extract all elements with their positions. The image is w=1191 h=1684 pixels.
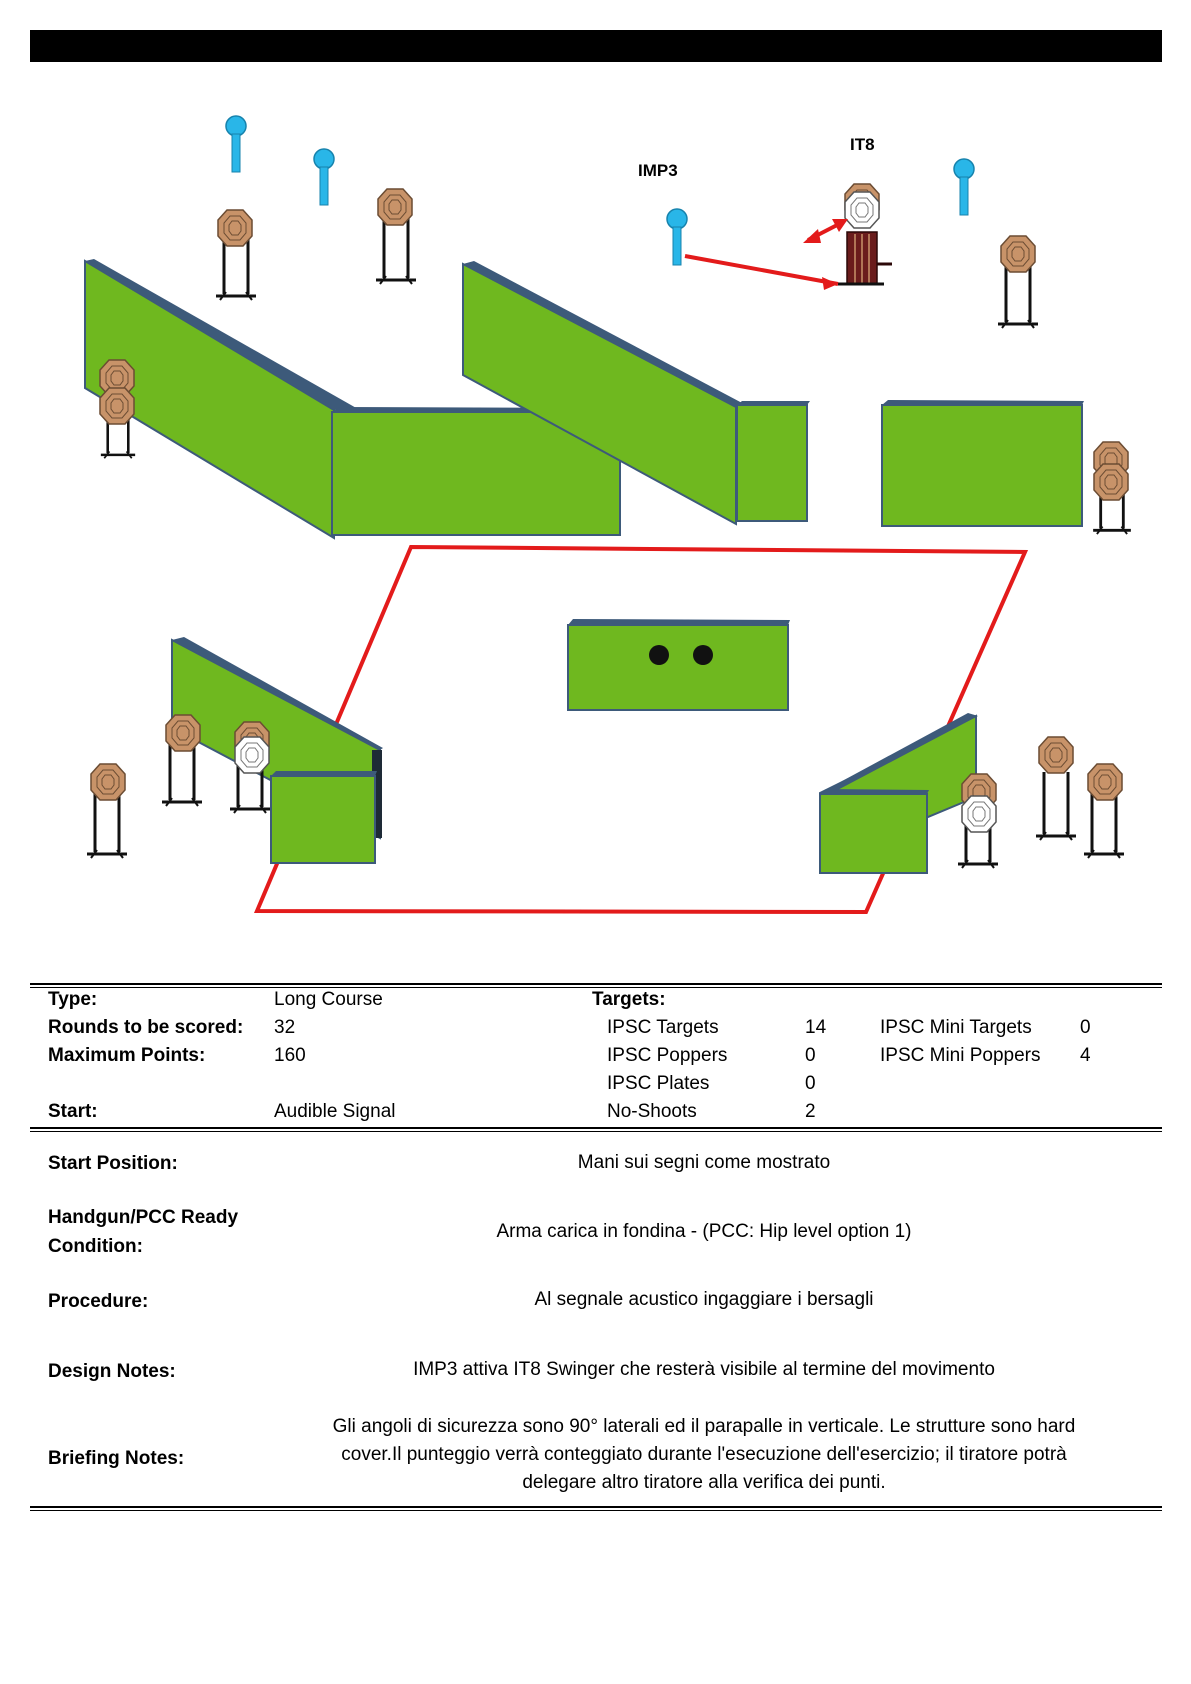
ipsc-target-icon	[165, 714, 201, 752]
briefing-notes-line: delegare altro tiratore alla verifica de…	[522, 1472, 886, 1493]
wall-top-middle-front	[736, 401, 810, 522]
ipsc-poppers-value: 0	[805, 1045, 816, 1066]
briefing-notes-label: Briefing Notes:	[48, 1448, 185, 1469]
ipsc-targets-label: IPSC Targets	[607, 1017, 719, 1038]
swing-arrow-icon	[803, 219, 848, 243]
ready-condition-label-line2: Condition:	[48, 1236, 143, 1257]
port-hole	[649, 645, 669, 665]
no-shoot-icon	[844, 191, 880, 229]
type-value: Long Course	[274, 989, 383, 1010]
stage-diagram: IMP3 IT8	[84, 115, 1132, 915]
ipsc-targets-value: 14	[805, 1017, 827, 1038]
mini-poppers-label: IPSC Mini Poppers	[880, 1045, 1041, 1066]
start-label: Start:	[48, 1101, 98, 1122]
ipsc-target-icon	[1087, 763, 1123, 801]
swinger-it8	[838, 183, 892, 286]
ipsc-target-icon	[1038, 736, 1074, 774]
mini-popper-icon	[225, 115, 247, 173]
ipsc-target-icon	[90, 763, 126, 801]
wall-top-right	[881, 400, 1084, 527]
wall-bottom-left-front	[270, 771, 377, 864]
ipsc-target-icon	[1093, 463, 1129, 501]
points-value: 160	[274, 1045, 306, 1066]
wall-bottom-right-front	[819, 789, 929, 874]
label-it8: IT8	[850, 135, 875, 154]
label-imp3: IMP3	[638, 161, 678, 180]
mini-poppers-value: 4	[1080, 1045, 1091, 1066]
start-value: Audible Signal	[274, 1101, 396, 1122]
mini-targets-label: IPSC Mini Targets	[880, 1017, 1032, 1038]
no-shoots-value: 2	[805, 1101, 816, 1122]
mini-targets-value: 0	[1080, 1017, 1091, 1038]
procedure-value: Al segnale acustico ingaggiare i bersagl…	[534, 1289, 874, 1310]
wall-top-left-diagonal	[84, 259, 358, 540]
divider	[30, 983, 1162, 988]
activation-line	[684, 254, 839, 286]
activation-arrow-head	[822, 277, 838, 290]
start-position-value: Mani sui segni come mostrato	[577, 1152, 831, 1173]
briefing-notes-line: Gli angoli di sicurezza sono 90° lateral…	[332, 1416, 1076, 1437]
no-shoot-icon	[234, 736, 270, 774]
mini-popper-icon	[953, 158, 975, 216]
port-hole	[693, 645, 713, 665]
wall-center-ports	[567, 619, 790, 711]
mini-popper-icon	[313, 148, 335, 206]
ipsc-target-icon	[1000, 235, 1036, 273]
start-position-label: Start Position:	[48, 1153, 178, 1174]
ipsc-target-icon	[217, 209, 253, 247]
no-shoots-label: No-Shoots	[607, 1101, 697, 1122]
ready-condition-label-line1: Handgun/PCC Ready	[48, 1207, 239, 1228]
design-notes-value: IMP3 attiva IT8 Swinger che resterà visi…	[413, 1359, 995, 1380]
ipsc-plates-value: 0	[805, 1073, 816, 1094]
wall-top-middle-diagonal	[462, 261, 744, 526]
rounds-value: 32	[274, 1017, 296, 1038]
mini-popper-icon	[666, 208, 688, 266]
rounds-label: Rounds to be scored:	[48, 1017, 244, 1038]
ipsc-target-icon	[377, 188, 413, 226]
no-shoot-icon	[961, 795, 997, 833]
ipsc-plates-label: IPSC Plates	[607, 1073, 710, 1094]
briefing-notes-line: cover.Il punteggio verrà conteggiato dur…	[341, 1444, 1067, 1465]
targets-label: Targets:	[592, 989, 666, 1010]
ready-condition-value: Arma carica in fondina - (PCC: Hip level…	[496, 1221, 912, 1242]
ipsc-poppers-label: IPSC Poppers	[607, 1045, 728, 1066]
ipsc-target-icon	[99, 387, 135, 425]
type-label: Type:	[48, 989, 98, 1010]
points-label: Maximum Points:	[48, 1045, 206, 1066]
design-notes-label: Design Notes:	[48, 1361, 176, 1382]
procedure-label: Procedure:	[48, 1291, 149, 1312]
header-bar	[30, 30, 1162, 62]
divider	[30, 1506, 1162, 1511]
divider	[30, 1127, 1162, 1132]
